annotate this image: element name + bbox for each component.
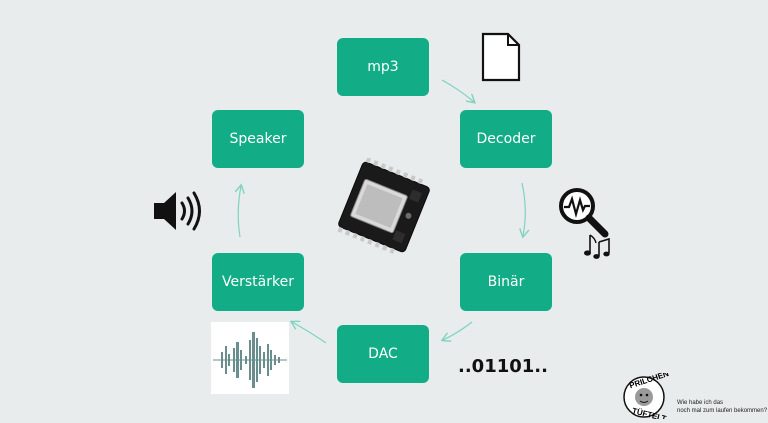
node-label: Binär: [487, 274, 525, 290]
node-dac: DAC: [337, 325, 429, 383]
node-verstaerker: Verstärker: [212, 253, 304, 311]
node-decoder: Decoder: [460, 110, 552, 168]
arrow-dac-verstaerker: [292, 322, 327, 344]
node-mp3: mp3: [337, 38, 429, 96]
node-label: mp3: [367, 59, 399, 75]
arrow-decoder-binaer: [522, 182, 525, 236]
audio-waveform-image: [211, 322, 289, 394]
brand-tagline-line1: Wie habe ich das: [677, 400, 724, 406]
waveform-graphic: [213, 332, 287, 388]
mp3-module-chip: [337, 158, 430, 254]
brand-logo: PRILCHEN TÜFTELT: [623, 373, 670, 419]
binary-text: ..01101..: [458, 356, 548, 377]
node-label: Decoder: [476, 131, 536, 147]
node-binaer: Binär: [460, 253, 552, 311]
arrow-binaer-dac: [443, 321, 473, 340]
speaker-volume-icon: [154, 191, 201, 231]
node-label: DAC: [368, 346, 398, 362]
node-speaker: Speaker: [212, 110, 304, 168]
music-note-icon: [584, 234, 610, 259]
brand-tagline-line2: noch mal zum laufen bekommen?: [677, 408, 768, 414]
waveform-magnifier-icon: [559, 188, 609, 238]
arrow-verstaerker-speaker: [238, 186, 241, 238]
document-icon: [481, 32, 521, 82]
node-label: Verstärker: [222, 274, 294, 290]
node-label: Speaker: [229, 131, 287, 147]
arrow-mp3-decoder: [441, 79, 474, 102]
